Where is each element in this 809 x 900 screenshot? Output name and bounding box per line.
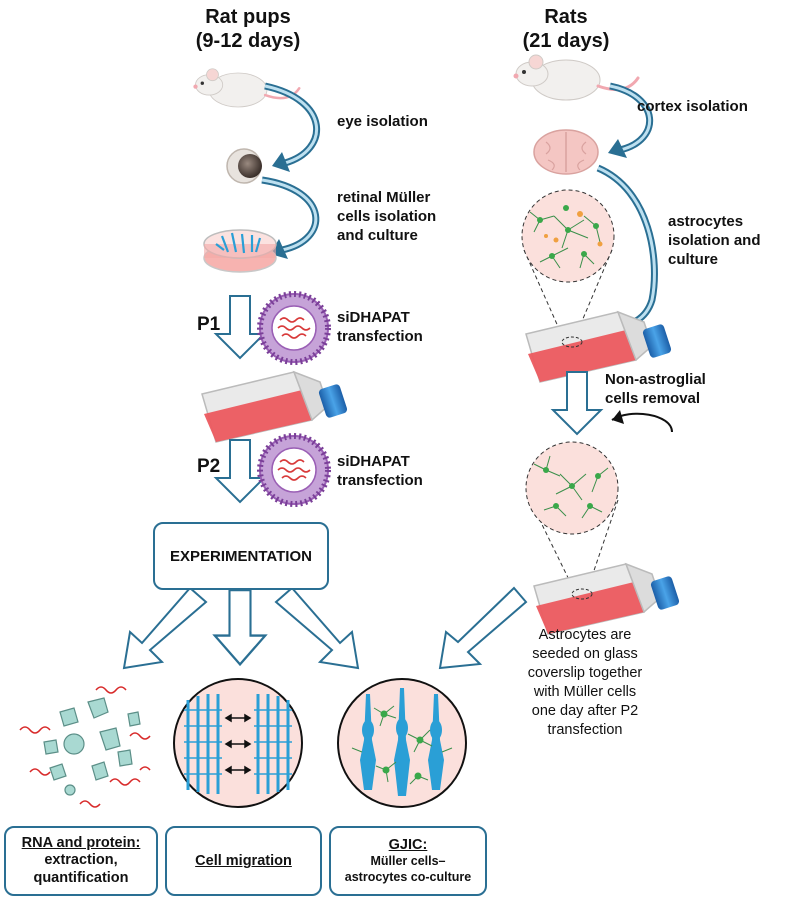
rat-icon [512, 53, 640, 102]
left-column-title: Rat pups (9-12 days) [195, 6, 301, 52]
flask-icon [201, 371, 349, 443]
rotate-arrow-icon [611, 410, 673, 433]
migration-assay-image [173, 678, 303, 808]
liposome-icon [260, 294, 328, 362]
eye-isolation-label: eye isolation [337, 113, 428, 130]
cortex-isolation-label: cortex isolation [637, 98, 748, 115]
flask-icon [533, 563, 681, 635]
petri-dish-icon [203, 229, 277, 273]
liposome-icon [260, 436, 328, 504]
p1-arrow [215, 295, 265, 359]
gjic-box: GJIC: Müller cells– astrocytes co-cultur… [329, 826, 487, 896]
eye-icon [226, 148, 262, 184]
astrocyte-icon [351, 705, 453, 785]
rna-protein-title: RNA and protein: [21, 835, 141, 851]
gjic-title: GJIC: [388, 837, 428, 853]
seeding-note: Astrocytes are seeded on glass coverslip… [527, 627, 643, 738]
p1-transfection-label: siDHAPAT transfection [337, 309, 423, 345]
arrow-to-gjic-from-astro [438, 586, 528, 670]
cell-migration-box: Cell migration [165, 826, 322, 896]
cell-migration-label: Cell migration [195, 853, 292, 869]
arrow-to-gjic [274, 586, 360, 670]
coculture-image [337, 678, 467, 808]
astro-isolation-label: astrocytes isolation and culture [668, 213, 761, 268]
muller-cell-icon [360, 688, 444, 796]
rna-protein-subtitle: extraction, quantification [33, 852, 129, 886]
p2-arrow [215, 439, 265, 503]
p2-transfection-label: siDHAPAT transfection [337, 453, 423, 489]
experimentation-label: EXPERIMENTATION [170, 547, 312, 565]
rna-protein-box: RNA and protein: extraction, quantificat… [4, 826, 158, 896]
p1-label: P1 [197, 314, 221, 335]
non-astro-removal-label: Non-astroglial cells removal [605, 371, 706, 407]
astrocyte-culture-magnified [525, 441, 619, 595]
molecule-fragments-icon [19, 686, 151, 808]
muller-isolation-label: retinal Müller cells isolation and cultu… [337, 189, 437, 244]
non-astro-arrow [552, 371, 602, 435]
arrow-to-rna [122, 586, 208, 670]
brain-icon [533, 129, 599, 175]
mixed-culture-magnified [521, 189, 615, 341]
right-column-title: Rats (21 days) [522, 6, 610, 52]
experimentation-box: EXPERIMENTATION [153, 522, 329, 590]
arrow-to-migration [213, 588, 267, 666]
p2-label: P2 [197, 456, 221, 477]
gjic-subtitle: Müller cells– astrocytes co-culture [344, 854, 472, 884]
